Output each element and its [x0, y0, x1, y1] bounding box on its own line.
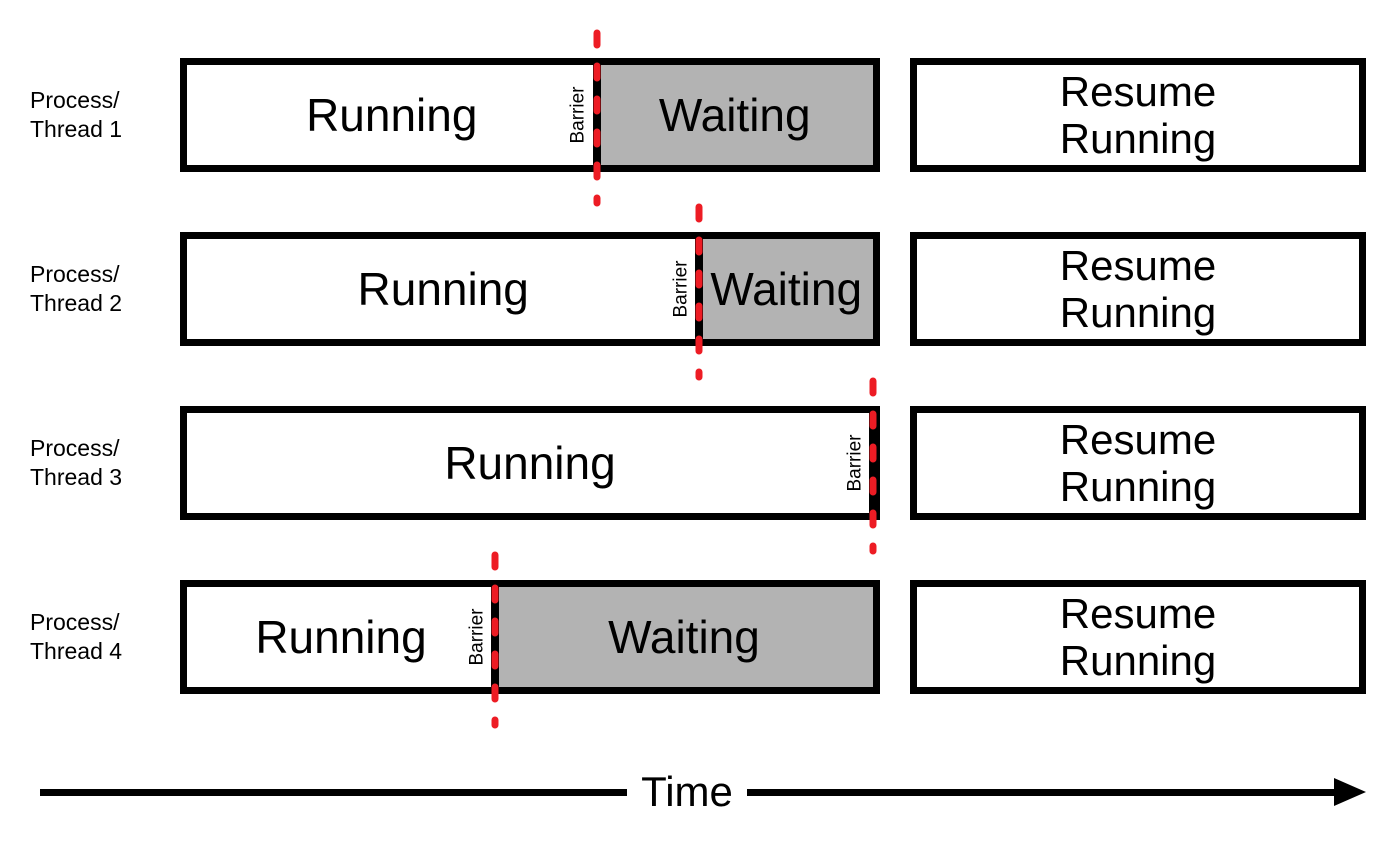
process-row-2: Process/ Thread 2 Running Waiting Barrie… — [0, 203, 1400, 381]
time-axis-line-right — [746, 788, 1334, 796]
barrier-label: Barrier — [466, 608, 488, 666]
resume-box: Resume Running — [910, 232, 1366, 346]
row-label-line2: Thread 1 — [30, 116, 123, 142]
process-row-1: Process/ Thread 1 Running Waiting Barrie… — [0, 29, 1400, 207]
resume-line1: Resume — [1059, 416, 1217, 463]
resume-box: Resume Running — [910, 406, 1366, 520]
timeline-bar: Running Waiting Barrier — [180, 203, 880, 381]
barrier-label: Barrier — [670, 260, 692, 318]
resume-line2: Running — [1059, 115, 1217, 162]
waiting-segment: Waiting — [596, 65, 873, 165]
resume-line2: Running — [1059, 637, 1217, 684]
barrier-line — [869, 413, 877, 513]
resume-line2: Running — [1059, 289, 1217, 336]
resume-box: Resume Running — [910, 58, 1366, 172]
row-label-line1: Process/ — [30, 435, 120, 461]
row-label: Process/ Thread 3 — [30, 434, 122, 492]
barrier-label: Barrier — [567, 86, 589, 144]
running-segment: Running — [357, 263, 529, 315]
row-label-line1: Process/ — [30, 609, 120, 635]
resume-line1: Resume — [1059, 590, 1217, 637]
barrier-label: Barrier — [844, 434, 866, 492]
row-label-line1: Process/ — [30, 87, 120, 113]
resume-line2: Running — [1059, 463, 1217, 510]
row-label: Process/ Thread 2 — [30, 260, 122, 318]
barrier-line — [592, 65, 601, 165]
time-axis: Time — [40, 768, 1366, 815]
time-axis-label: Time — [641, 768, 733, 815]
timeline-bar: Running Barrier — [180, 377, 880, 555]
waiting-segment: Waiting — [495, 587, 873, 687]
resume-line1: Resume — [1059, 68, 1217, 115]
timeline-bar: Running Waiting Barrier — [180, 29, 880, 207]
row-label: Process/ Thread 4 — [30, 608, 122, 666]
time-axis-line-left — [40, 788, 628, 796]
process-row-4: Process/ Thread 4 Running Waiting Barrie… — [0, 551, 1400, 729]
running-segment: Running — [255, 611, 427, 663]
running-segment: Running — [306, 89, 478, 141]
waiting-segment: Waiting — [699, 239, 873, 339]
arrow-right-icon — [1334, 778, 1366, 806]
row-label: Process/ Thread 1 — [30, 86, 122, 144]
row-label-line1: Process/ — [30, 261, 120, 287]
barrier-line — [491, 587, 499, 687]
row-label-line2: Thread 4 — [30, 638, 123, 664]
resume-line1: Resume — [1059, 242, 1217, 289]
row-label-line2: Thread 2 — [30, 290, 123, 316]
resume-box: Resume Running — [910, 580, 1366, 694]
row-label-line2: Thread 3 — [30, 464, 123, 490]
barrier-line — [695, 239, 704, 339]
process-row-3: Process/ Thread 3 Running Barrier Resume… — [0, 377, 1400, 555]
running-segment: Running — [444, 437, 616, 489]
timeline-bar: Running Waiting Barrier — [180, 551, 880, 729]
